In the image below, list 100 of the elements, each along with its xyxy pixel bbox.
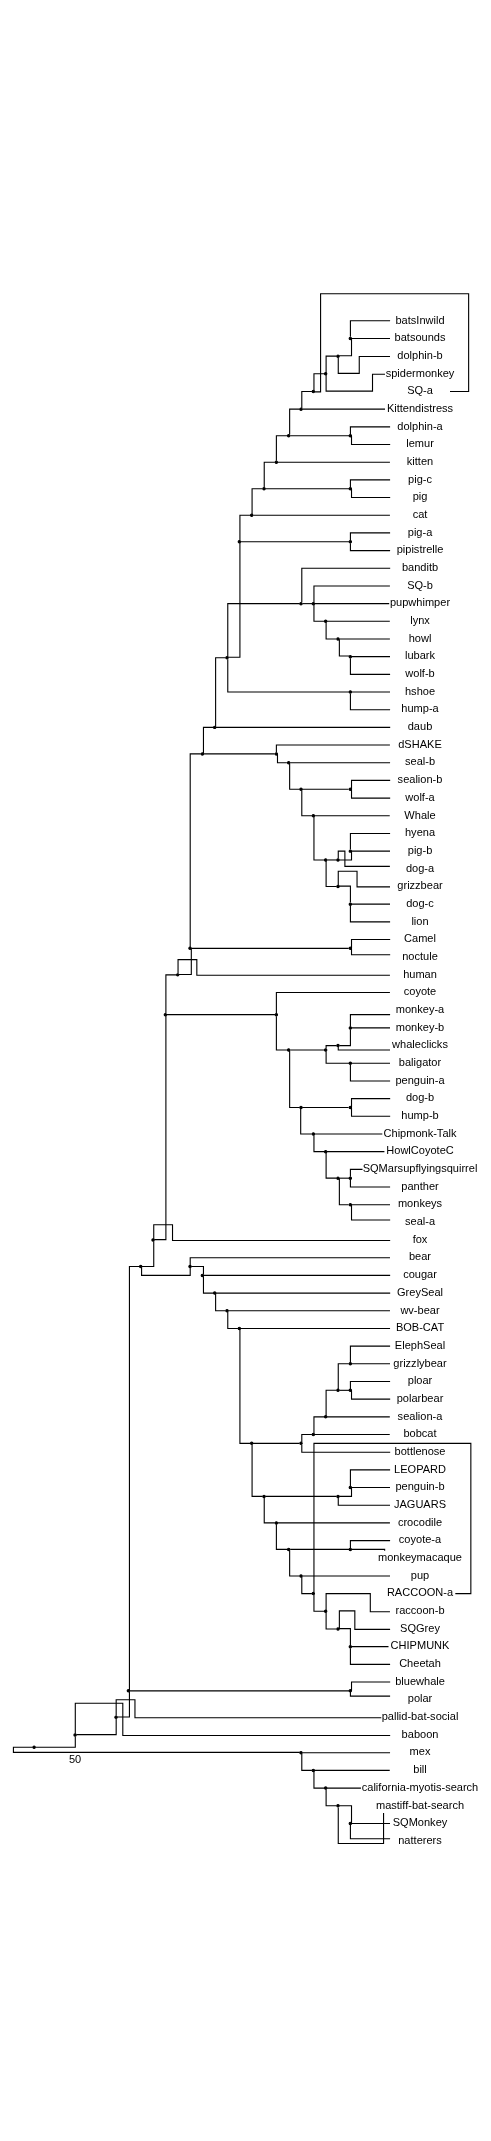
node-text: JAGUARS: [393, 1497, 446, 1510]
connector: [251, 487, 263, 515]
connector: [325, 1050, 350, 1064]
node-text: mex: [409, 1744, 430, 1757]
connector: [12, 1746, 300, 1753]
node-text: wv-bear: [399, 1303, 440, 1316]
node-point: [298, 1750, 303, 1754]
connector: [349, 1691, 391, 1697]
connector: [152, 1223, 391, 1241]
connector: [312, 584, 390, 603]
node-text: hshoe: [404, 684, 435, 697]
node-point: [348, 1688, 352, 1693]
node-text: SQ-b: [406, 578, 433, 591]
node-text: whaleclicks: [391, 1037, 448, 1050]
node-point: [212, 1290, 216, 1295]
node-text: polarbear: [396, 1391, 443, 1404]
node-text: Kittendistress: [386, 401, 453, 414]
node-point: [298, 1105, 303, 1109]
node-point: [348, 848, 352, 853]
node-point: [72, 1732, 77, 1737]
node-point: [311, 601, 315, 605]
node-point: [31, 1744, 36, 1749]
connector: [349, 542, 391, 551]
node-point: [323, 1047, 327, 1052]
node-text: monkey-b: [395, 1020, 444, 1033]
node-text: california-myotis-search: [361, 1780, 478, 1793]
connector: [338, 1804, 352, 1824]
node-text: natterers: [397, 1833, 442, 1846]
connector: [313, 602, 390, 604]
node-point: [335, 353, 340, 358]
connector: [350, 1026, 391, 1028]
node-point: [348, 1821, 352, 1825]
node-text: batsounds: [394, 330, 445, 343]
node-text: noctule: [401, 949, 438, 962]
node-text: SQMarsupflyingsquirrel: [362, 1161, 477, 1174]
node-point: [298, 1441, 303, 1445]
node-point: [323, 371, 327, 376]
connector: [338, 885, 351, 903]
connector: [350, 1822, 391, 1824]
node-point: [335, 884, 340, 888]
node-text: pipistrelle: [396, 542, 443, 555]
connector: [214, 1292, 226, 1311]
node-point: [348, 1105, 352, 1109]
node-text: dSHAKE: [397, 737, 442, 750]
node-text: baboon: [401, 1727, 438, 1740]
connector: [251, 1443, 263, 1497]
node-point: [249, 1441, 253, 1445]
connector: [312, 1770, 325, 1789]
node-text: banditb: [401, 560, 438, 573]
node-point: [274, 751, 278, 756]
node-point: [274, 1520, 278, 1525]
node-text: pupwhimper: [389, 595, 450, 608]
connector: [165, 1013, 275, 1015]
connector: [350, 903, 391, 905]
connector: [289, 761, 391, 763]
connector: [275, 744, 390, 753]
node-point: [348, 336, 352, 340]
connector: [350, 655, 391, 657]
node-point: [311, 1768, 315, 1772]
node-point: [348, 689, 352, 694]
node-text: monkey-a: [395, 1002, 444, 1015]
node-point: [348, 1175, 352, 1180]
node-text: SQGrey: [399, 1621, 440, 1634]
node-point: [224, 1308, 229, 1312]
connector: [264, 1495, 337, 1497]
node-text: hump-b: [400, 1108, 439, 1121]
node-point: [348, 1361, 352, 1366]
node-point: [348, 1644, 352, 1648]
node-point: [200, 751, 204, 756]
node-point: [163, 1012, 167, 1016]
node-text: GreySeal: [396, 1285, 443, 1298]
node-point: [348, 1547, 352, 1551]
node-text: bluewhale: [394, 1674, 445, 1687]
node-text: bottlenose: [394, 1444, 445, 1457]
node-text: batsInwild: [394, 313, 445, 326]
connector: [349, 1013, 391, 1027]
node-point: [261, 486, 266, 490]
connector: [349, 692, 391, 710]
connector: [312, 815, 325, 860]
node-text: SQMonkey: [392, 1815, 447, 1828]
node-point: [311, 813, 315, 817]
connector: [239, 1327, 391, 1329]
node-text: wolf-a: [404, 790, 435, 803]
node-text: dolphin-a: [396, 419, 443, 432]
node-text: kitten: [406, 454, 433, 467]
node-text: pig-c: [407, 472, 432, 485]
node-point: [311, 389, 315, 393]
connector: [350, 1548, 385, 1551]
connector: [189, 752, 201, 948]
node-point: [237, 1326, 241, 1330]
connector: [164, 973, 177, 1013]
connector: [338, 1627, 351, 1646]
node-point: [323, 1785, 327, 1790]
node-text: dolphin-b: [396, 348, 443, 361]
node-point: [348, 901, 352, 906]
node-point: [138, 1264, 142, 1268]
connector: [275, 1015, 288, 1051]
node-point: [335, 1803, 340, 1807]
node-text: CHIPMUNK: [390, 1638, 449, 1651]
node-point: [335, 1175, 340, 1180]
